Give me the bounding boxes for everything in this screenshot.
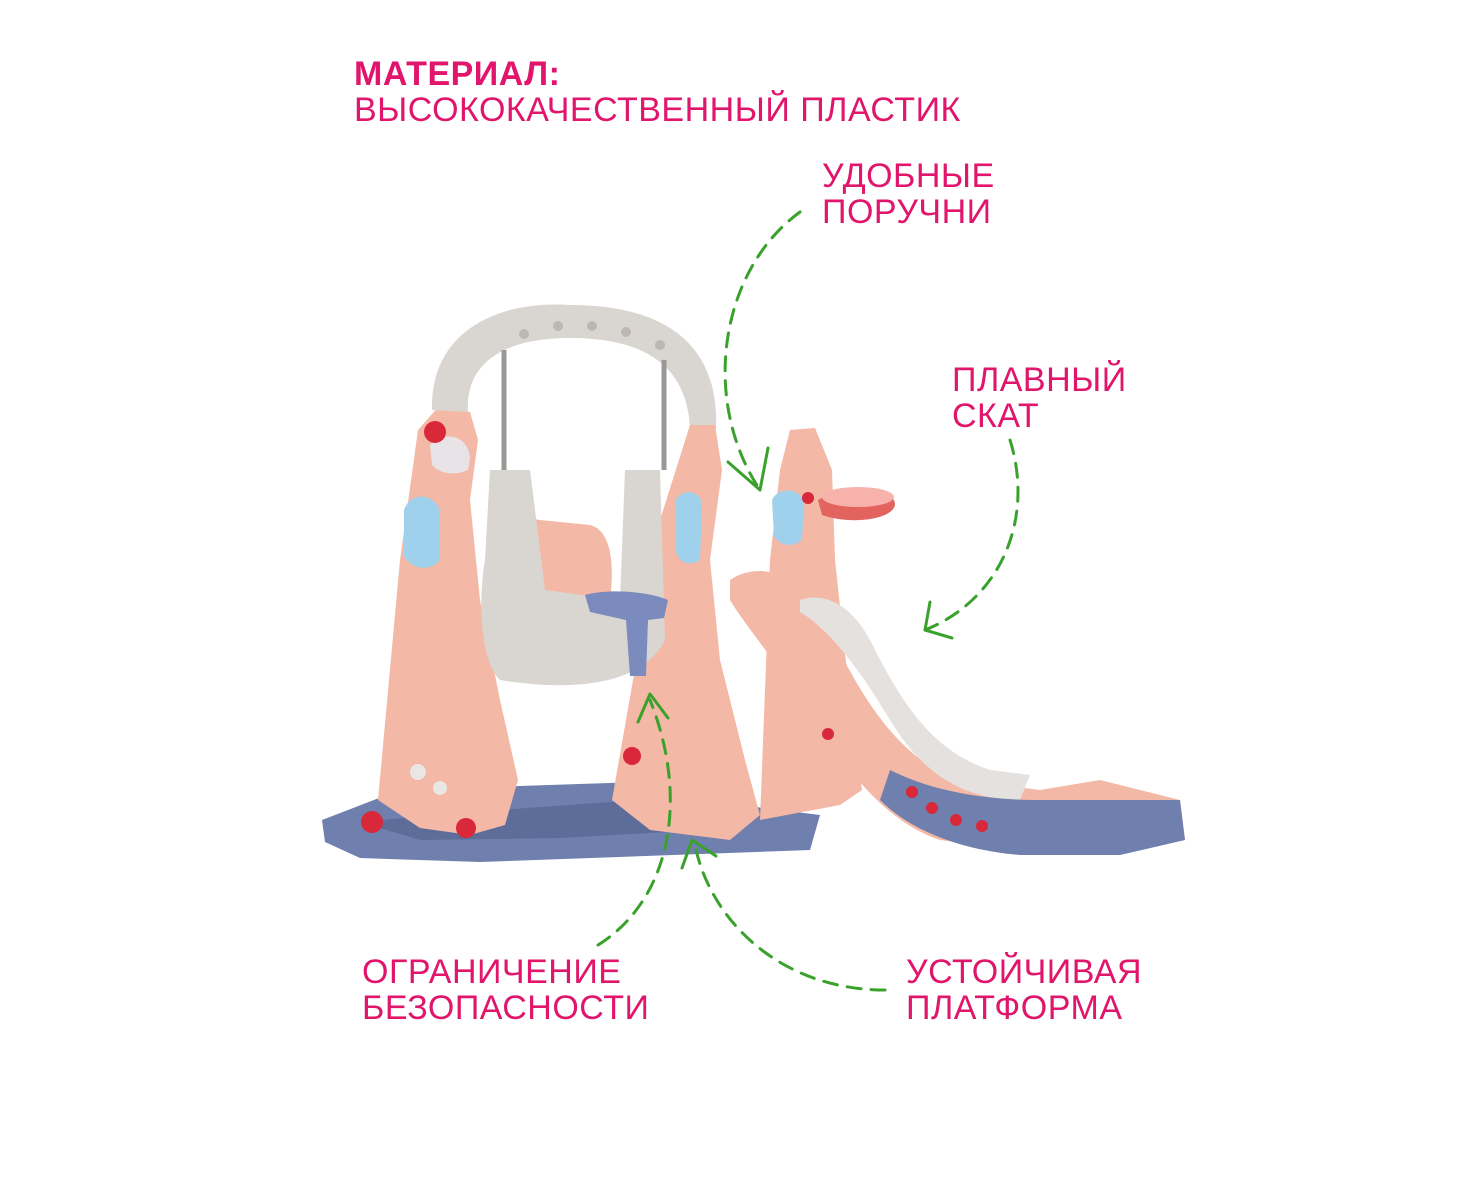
middle-frame-leg (612, 425, 760, 840)
material-value: ВЫСОКОКАЧЕСТВЕННЫЙ ПЛАСТИК (354, 91, 961, 129)
callout-handrails-line1: УДОБНЫЕ (822, 157, 995, 195)
material-label: МАТЕРИАЛ: ВЫСОКОКАЧЕСТВЕННЫЙ ПЛАСТИК (354, 56, 961, 128)
red-bolts (361, 421, 834, 838)
arrow-heads (636, 446, 954, 870)
callout-slope: ПЛАВНЫЙ СКАТ (952, 362, 1127, 434)
material-heading: МАТЕРИАЛ: (354, 55, 561, 93)
callout-platform-line2: ПЛАТФОРМА (906, 989, 1123, 1027)
callout-handrails: УДОБНЫЕ ПОРУЧНИ (822, 158, 995, 230)
left-frame-leg (378, 405, 518, 835)
callout-slope-line1: ПЛАВНЫЙ (952, 361, 1127, 399)
callout-slope-line2: СКАТ (952, 397, 1040, 435)
swing-seat (481, 350, 668, 686)
callout-handrails-line2: ПОРУЧНИ (822, 193, 992, 231)
callout-platform-line1: УСТОЙЧИВАЯ (906, 953, 1143, 991)
callout-safety-line2: БЕЗОПАСНОСТИ (362, 989, 650, 1027)
callout-platform: УСТОЙЧИВАЯ ПЛАТФОРМА (906, 954, 1142, 1026)
swing-top-arch (431, 304, 717, 430)
callout-safety: ОГРАНИЧЕНИЕ БЕЗОПАСНОСТИ (362, 954, 649, 1026)
slide (730, 571, 1185, 855)
dashed-curved-arrow-icon (596, 210, 1020, 992)
callout-safety-line1: ОГРАНИЧЕНИЕ (362, 953, 622, 991)
